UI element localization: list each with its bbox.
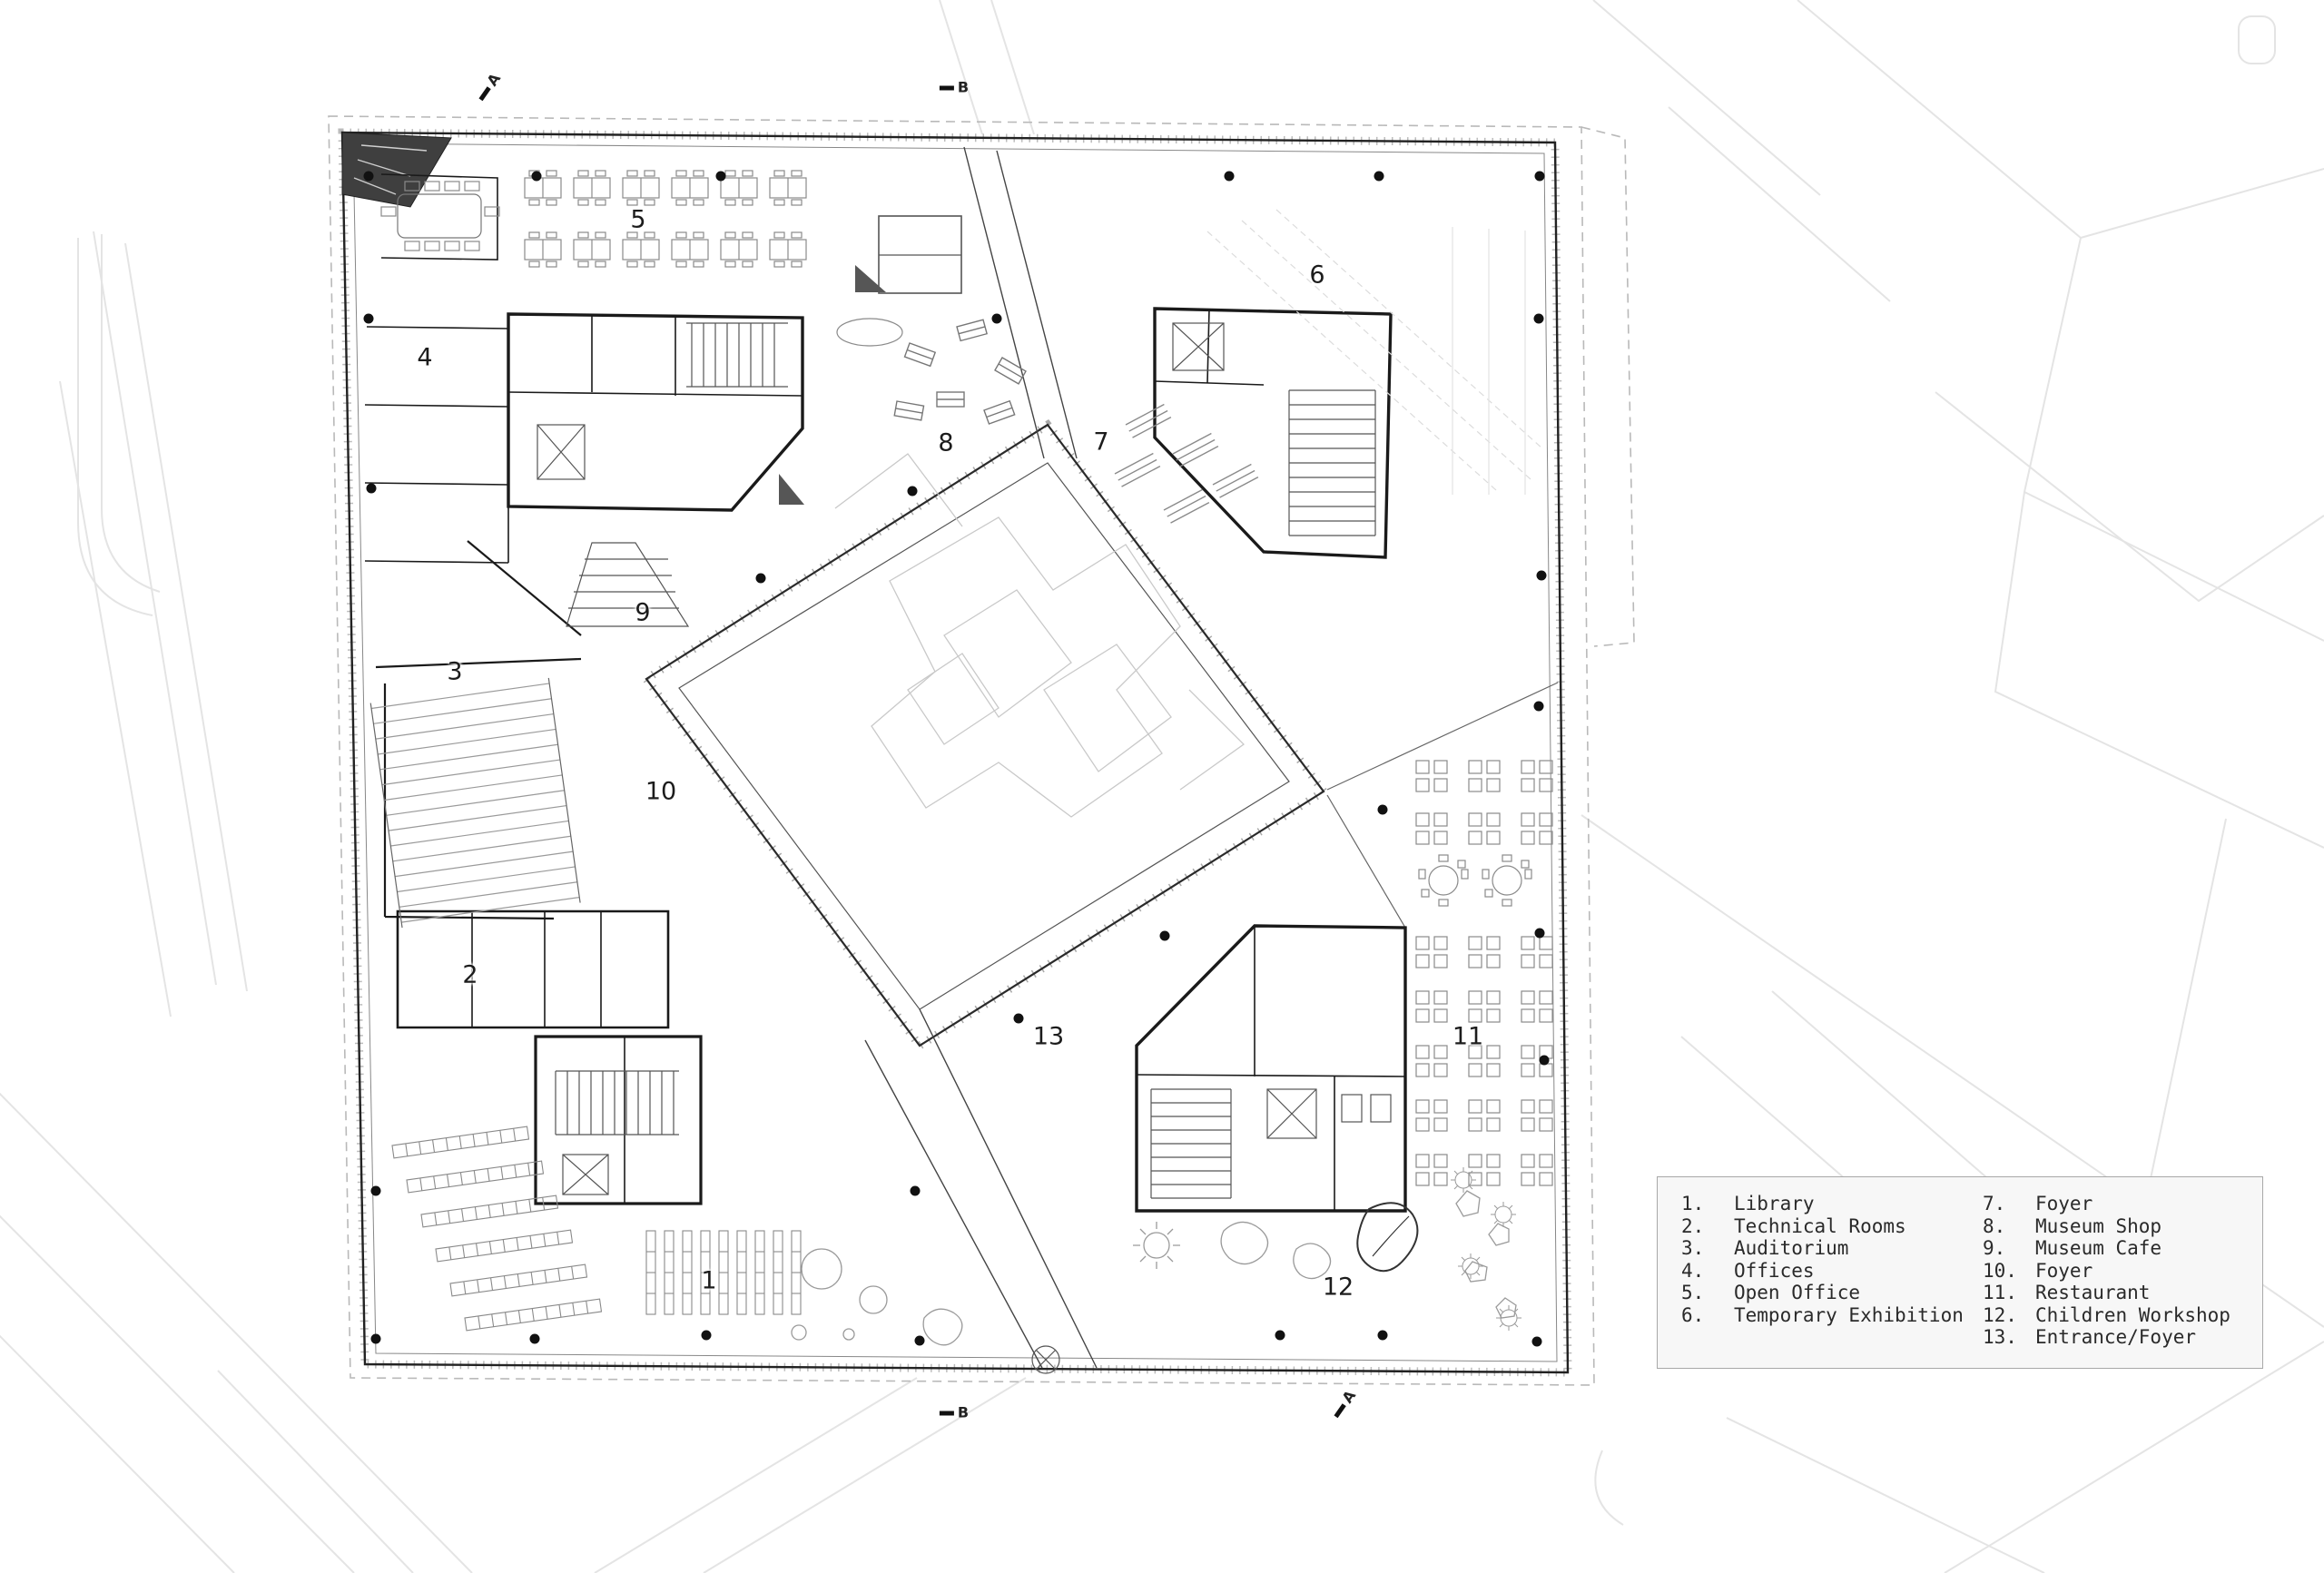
- diagonal-wall-north: [963, 146, 1078, 459]
- legend-item-label: Temporary Exhibition: [1734, 1303, 1964, 1326]
- legend-item: 6. Temporary Exhibition: [1681, 1304, 1983, 1327]
- legend-item-number: 9.: [1983, 1237, 2006, 1259]
- legend-item-number: 6.: [1681, 1303, 1705, 1326]
- legend-item: 13. Entrance/Foyer: [1983, 1326, 2230, 1349]
- legend-item-number: 7.: [1983, 1193, 2006, 1214]
- legend-column-2: 7. Foyer 8. Museum Shop 9. Museum Cafe 10. F…: [1983, 1193, 2230, 1361]
- legend-item-label: Museum Shop: [2035, 1214, 2162, 1237]
- workshop-leaf-shape: [1356, 1202, 1419, 1273]
- legend-item: 1. Library: [1681, 1193, 1983, 1215]
- legend-item: 12. Children Workshop: [1983, 1304, 2230, 1327]
- legend-item-label: Open Office: [1734, 1282, 1861, 1303]
- legend-item-number: 5.: [1681, 1282, 1705, 1303]
- legend-item: 3. Auditorium: [1681, 1237, 1983, 1260]
- legend-item-label: Children Workshop: [2035, 1303, 2230, 1326]
- legend-item-number: 4.: [1681, 1259, 1705, 1282]
- legend-item-label: Museum Cafe: [2035, 1237, 2162, 1259]
- legend-item-label: Foyer: [2035, 1193, 2093, 1214]
- auditorium-seating: [369, 677, 581, 929]
- roof-boundary-dashed: [328, 115, 1635, 1386]
- conference-table: [397, 193, 482, 239]
- legend-item-label: Technical Rooms: [1734, 1214, 1906, 1237]
- legend-item: 5. Open Office: [1681, 1282, 1983, 1304]
- workshop-organic-shapes: [791, 1190, 1517, 1346]
- entrance-corridor-walls: [864, 1008, 1098, 1369]
- legend-item-label: Entrance/Foyer: [2035, 1326, 2197, 1348]
- central-courtyard: [640, 146, 1559, 1369]
- stairs-and-fixtures: [397, 193, 1392, 1374]
- legend-item-number: 2.: [1681, 1214, 1705, 1237]
- cafe-terrace-steps: [566, 542, 690, 627]
- courtyard-rock-landscape: [834, 453, 1246, 818]
- revolving-door: [1031, 1345, 1060, 1374]
- entrance-ramp-dark-wedge: [341, 132, 452, 208]
- legend-item-number: 8.: [1983, 1214, 2006, 1237]
- legend-box: 1. Library 2. Technical Rooms 3. Auditorium…: [1657, 1176, 2263, 1369]
- legend-item-label: Offices: [1734, 1259, 1815, 1282]
- legend-item-number: 13.: [1983, 1326, 2017, 1348]
- legend-item: 4. Offices: [1681, 1260, 1983, 1283]
- legend-item-number: 1.: [1681, 1193, 1705, 1214]
- legend-item: 9. Museum Cafe: [1983, 1237, 2230, 1260]
- legend-item-number: 10.: [1983, 1259, 2017, 1282]
- legend-item-number: 12.: [1983, 1303, 2017, 1326]
- legend-item: 11. Restaurant: [1983, 1282, 2230, 1304]
- building-shell: [338, 128, 1572, 1377]
- legend-item: 8. Museum Shop: [1983, 1215, 2230, 1238]
- legend-column-1: 1. Library 2. Technical Rooms 3. Auditorium…: [1681, 1193, 1983, 1361]
- legend-item-label: Auditorium: [1734, 1237, 1849, 1259]
- structural-columns: [363, 171, 1550, 1347]
- dark-accent-shapes: [779, 265, 886, 505]
- legend-item: 10. Foyer: [1983, 1260, 2230, 1283]
- legend-item-label: Library: [1734, 1193, 1815, 1214]
- legend-item-number: 3.: [1681, 1237, 1705, 1259]
- legend-item-label: Foyer: [2035, 1259, 2093, 1282]
- legend-item-number: 11.: [1983, 1282, 2017, 1303]
- legend-item: 2. Technical Rooms: [1681, 1215, 1983, 1238]
- legend-item: 7. Foyer: [1983, 1193, 2230, 1215]
- exhibition-ceiling-grid: [1206, 209, 1544, 495]
- legend-item-label: Restaurant: [2035, 1282, 2151, 1303]
